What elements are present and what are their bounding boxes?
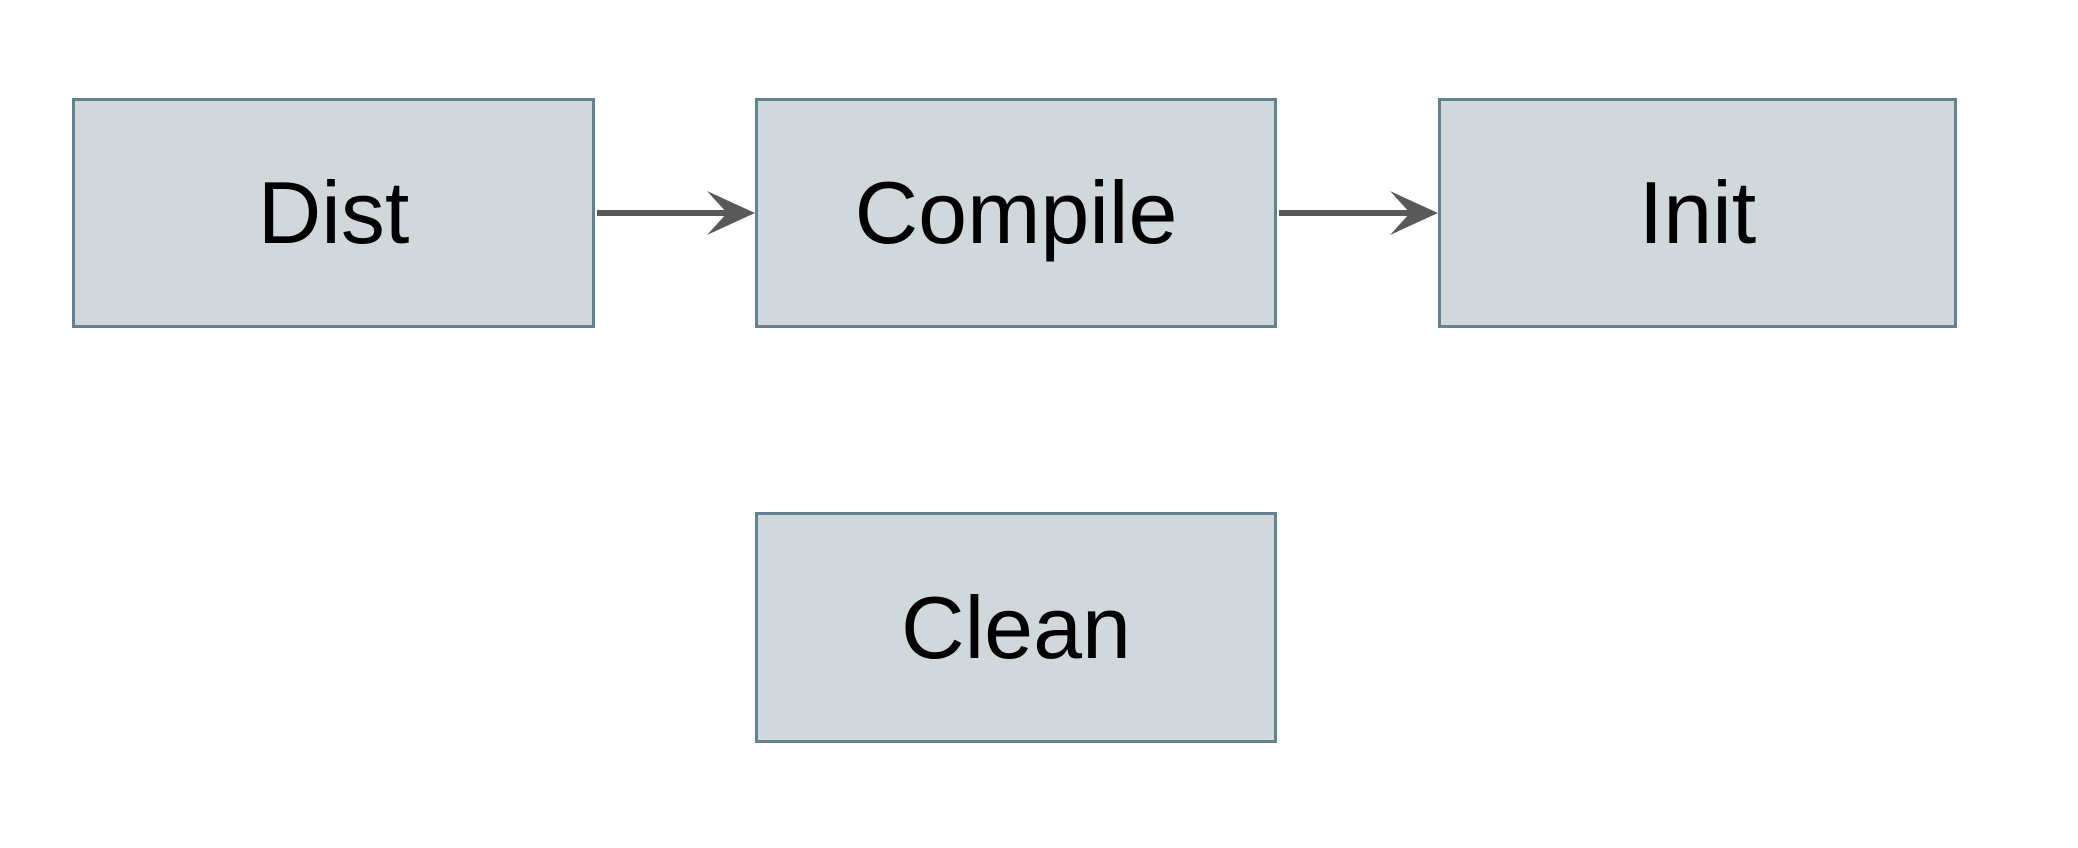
node-compile[interactable]: Compile (755, 98, 1277, 328)
node-init[interactable]: Init (1438, 98, 1957, 328)
node-compile-label: Compile (854, 163, 1178, 262)
arrow-dist-to-compile (597, 191, 755, 235)
node-init-label: Init (1638, 163, 1757, 262)
node-clean-label: Clean (901, 577, 1131, 677)
arrow-compile-to-init (1279, 191, 1438, 235)
node-dist[interactable]: Dist (72, 98, 595, 328)
node-clean[interactable]: Clean (755, 512, 1277, 743)
node-dist-label: Dist (257, 163, 410, 262)
